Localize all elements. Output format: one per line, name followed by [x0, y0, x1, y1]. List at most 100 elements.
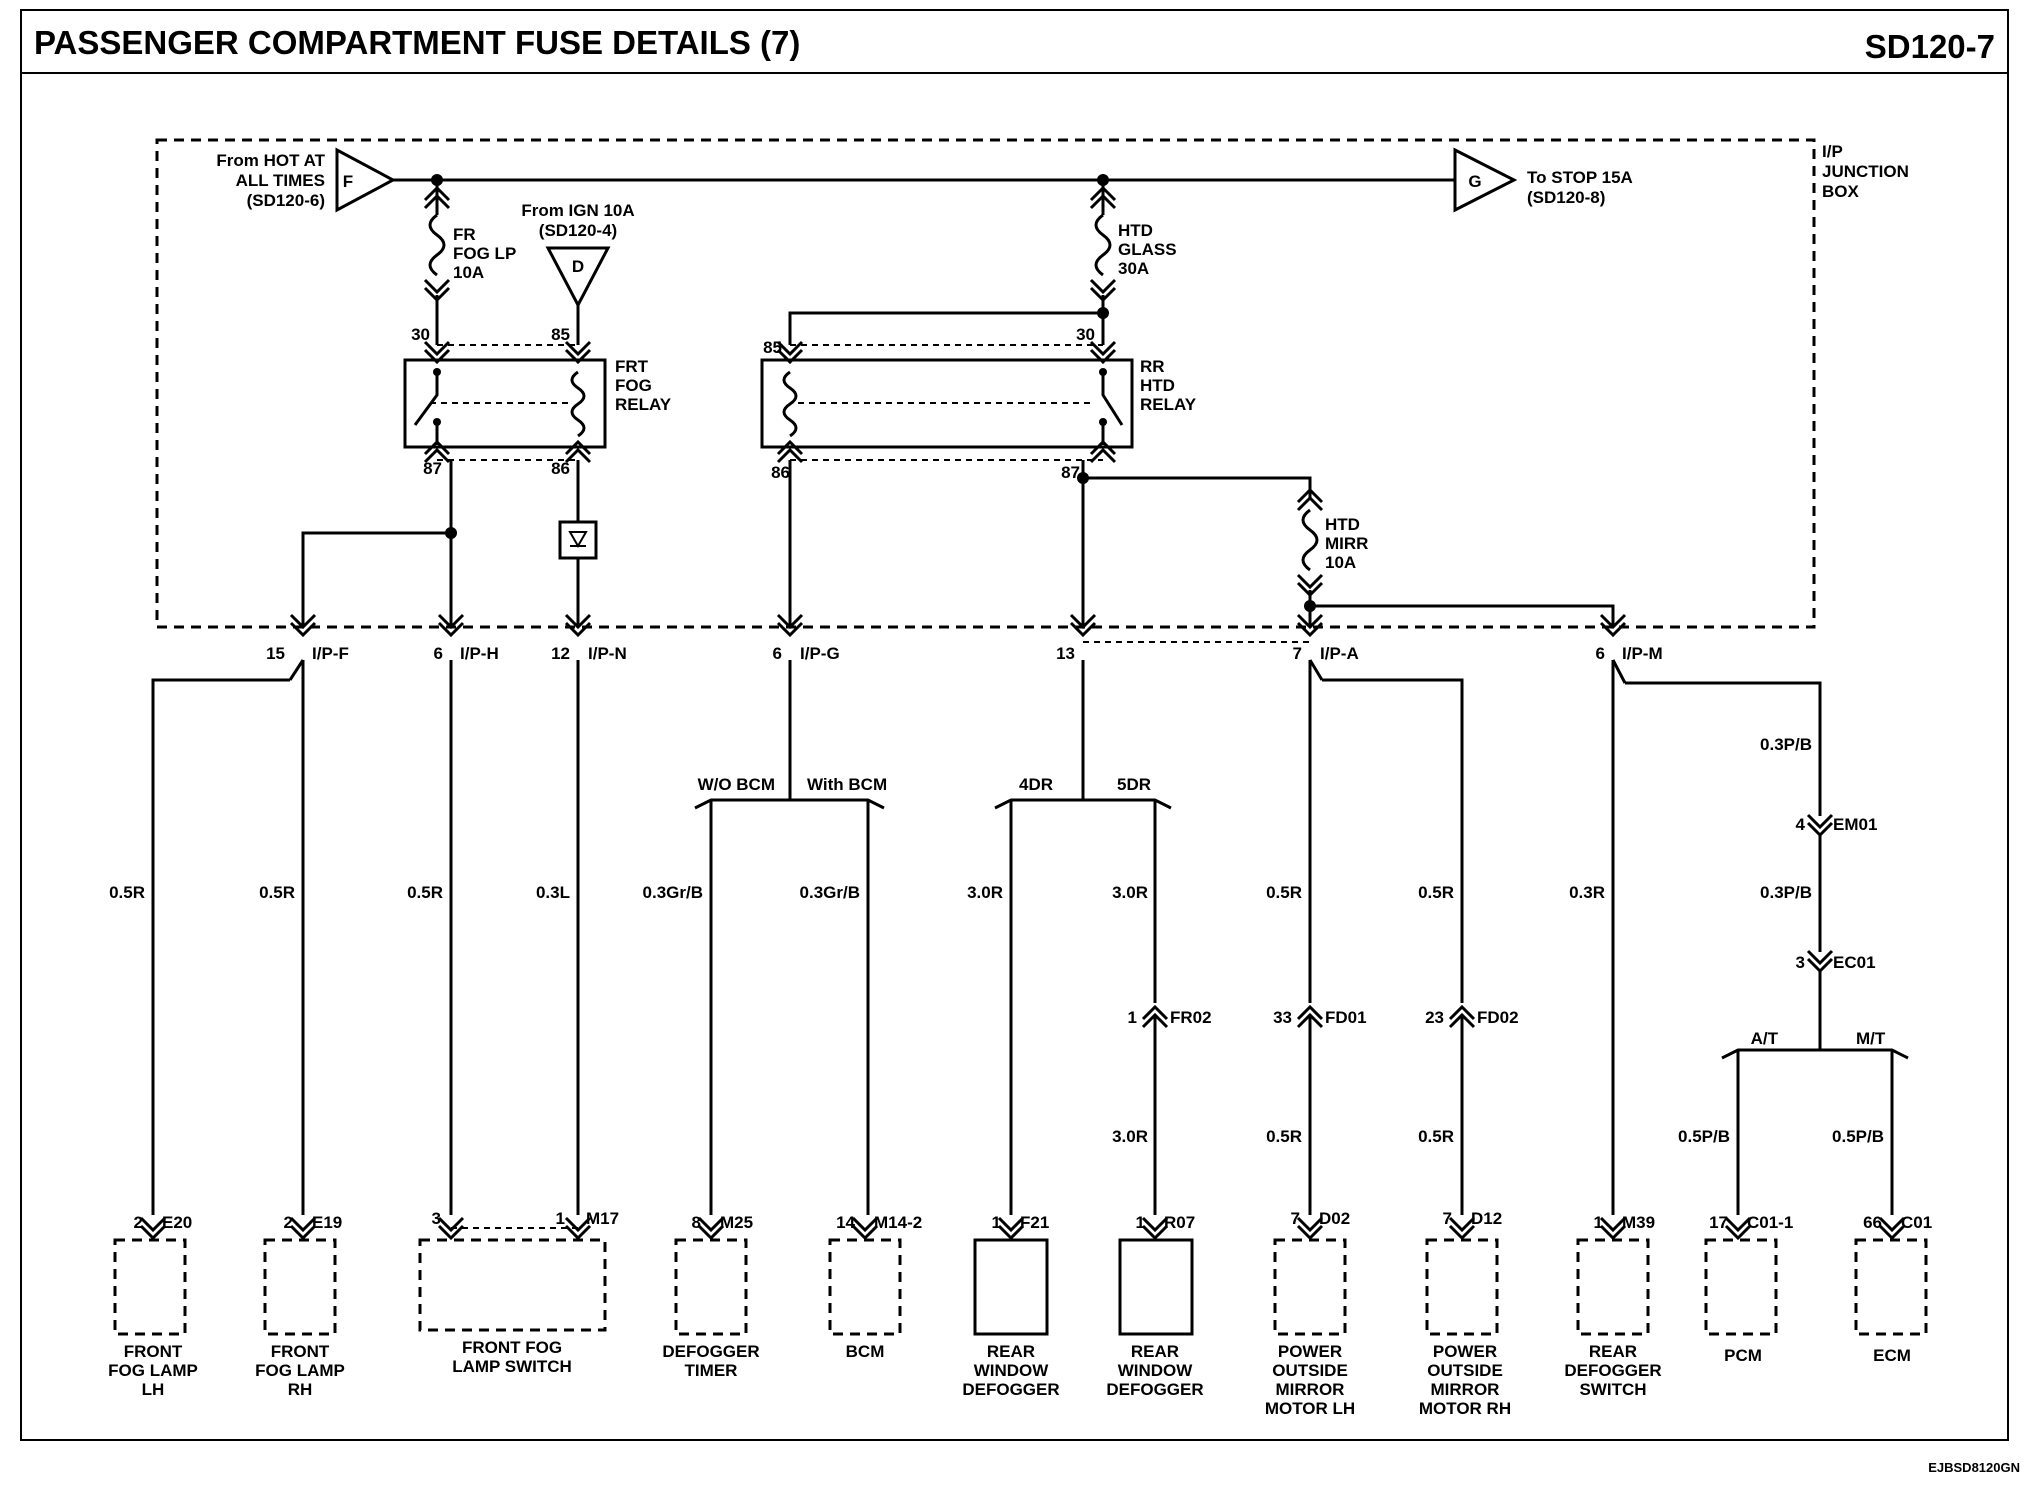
svg-text:SWITCH: SWITCH [1579, 1380, 1646, 1399]
branch-label: With BCM [807, 775, 887, 794]
svg-text:RR: RR [1140, 357, 1165, 376]
svg-text:1: 1 [1136, 1213, 1145, 1232]
svg-text:10A: 10A [1325, 553, 1356, 572]
svg-text:M25: M25 [720, 1213, 753, 1232]
svg-text:JUNCTION: JUNCTION [1822, 162, 1909, 181]
ec01-name: EC01 [1833, 953, 1876, 972]
fuse-fog [428, 213, 446, 277]
source-ign-label: From IGN 10A (SD120-4) [521, 201, 634, 240]
page-code: SD120-7 [1865, 28, 1995, 65]
component-defogger-timer: 8 M25 DEFOGGER TIMER [662, 1213, 759, 1380]
component-bcm: 14 M14-2 BCM [828, 1213, 922, 1361]
branch-label: 4DR [1019, 775, 1053, 794]
svg-text:87: 87 [423, 459, 442, 478]
wire-label: 0.5R [259, 883, 295, 902]
svg-text:D02: D02 [1319, 1209, 1350, 1228]
svg-text:(SD120-6): (SD120-6) [247, 191, 325, 210]
svg-text:8: 8 [692, 1213, 701, 1232]
svg-text:OUTSIDE: OUTSIDE [1272, 1361, 1348, 1380]
svg-text:DEFOGGER: DEFOGGER [962, 1380, 1059, 1399]
svg-text:7: 7 [1293, 644, 1302, 663]
svg-text:1: 1 [992, 1213, 1001, 1232]
svg-text:REAR: REAR [1131, 1342, 1179, 1361]
svg-text:POWER: POWER [1278, 1342, 1342, 1361]
svg-text:RELAY: RELAY [1140, 395, 1197, 414]
svg-text:30: 30 [411, 325, 430, 344]
source-d-letter: D [572, 257, 584, 276]
wire-label: 0.3R [1569, 883, 1605, 902]
image-code: EJBSD8120GN [1928, 1460, 2020, 1475]
svg-text:I/P-N: I/P-N [588, 644, 627, 663]
component-ecm: 66 C01 ECM [1854, 1213, 1932, 1365]
svg-text:From HOT AT: From HOT AT [216, 151, 325, 170]
svg-text:I/P-A: I/P-A [1320, 644, 1359, 663]
svg-text:REAR: REAR [987, 1342, 1035, 1361]
svg-text:1: 1 [1594, 1213, 1603, 1232]
top-connectors: 15 I/P-F 6 I/P-H 12 I/P-N 6 I/P-G 13 7 I… [266, 613, 1663, 663]
svg-text:2: 2 [134, 1213, 143, 1232]
page-title: PASSENGER COMPARTMENT FUSE DETAILS (7) [34, 24, 800, 61]
svg-text:BOX: BOX [1822, 182, 1860, 201]
svg-text:To STOP 15A: To STOP 15A [1527, 168, 1633, 187]
dest-g-letter: G [1468, 172, 1481, 191]
fr02-pin: 1 [1128, 1008, 1137, 1027]
svg-text:FRT: FRT [615, 357, 649, 376]
svg-text:MIRR: MIRR [1325, 534, 1368, 553]
svg-text:14: 14 [836, 1213, 855, 1232]
svg-text:2: 2 [284, 1213, 293, 1232]
fuse-mirr [1301, 508, 1319, 572]
svg-text:DEFOGGER: DEFOGGER [1106, 1380, 1203, 1399]
em01-pin: 4 [1796, 815, 1806, 834]
component-rear-window-defogger-5dr: 1 R07 REAR WINDOW DEFOGGER [1106, 1213, 1203, 1399]
svg-text:I/P: I/P [1822, 142, 1843, 161]
fuse-glass [1094, 213, 1112, 277]
wire-label: 3.0R [967, 883, 1003, 902]
svg-text:HTD: HTD [1118, 221, 1153, 240]
junction-box-label: I/P JUNCTION BOX [1822, 142, 1909, 201]
svg-text:HTD: HTD [1140, 376, 1175, 395]
wire-label: 0.5P/B [1678, 1127, 1730, 1146]
wire-label: 0.5R [109, 883, 145, 902]
svg-text:LH: LH [142, 1380, 165, 1399]
wire-label: 3.0R [1112, 1127, 1148, 1146]
component-front-fog-lamp-lh: 2 E20 FRONT FOG LAMP LH [108, 1213, 198, 1399]
source-f-letter: F [343, 172, 353, 191]
component-pcm: 17 C01-1 PCM [1704, 1213, 1793, 1365]
fuse-glass-label: HTD GLASS 30A [1118, 221, 1177, 278]
svg-text:85: 85 [763, 338, 782, 357]
svg-text:ECM: ECM [1873, 1346, 1911, 1365]
svg-text:LAMP SWITCH: LAMP SWITCH [452, 1357, 572, 1376]
svg-text:I/P-G: I/P-G [800, 644, 840, 663]
svg-text:1: 1 [556, 1209, 565, 1228]
svg-text:30: 30 [1076, 325, 1095, 344]
svg-text:17: 17 [1709, 1213, 1728, 1232]
svg-text:MOTOR LH: MOTOR LH [1265, 1399, 1355, 1418]
svg-text:6: 6 [434, 644, 443, 663]
svg-text:RH: RH [288, 1380, 313, 1399]
component-front-fog-lamp-rh: 2 E19 FRONT FOG LAMP RH [255, 1213, 345, 1399]
svg-text:I/P-M: I/P-M [1622, 644, 1663, 663]
relay-rr-htd: 85 30 86 87 RR HTD RELAY [760, 325, 1197, 482]
component-mirror-motor-lh: 7 D02 POWER OUTSIDE MIRROR MOTOR LH [1265, 1209, 1355, 1418]
page-frame [20, 9, 2009, 1441]
svg-text:6: 6 [1596, 644, 1605, 663]
fd01-pin: 33 [1273, 1008, 1292, 1027]
component-mirror-motor-rh: 7 D12 POWER OUTSIDE MIRROR MOTOR RH [1419, 1209, 1511, 1418]
svg-text:I/P-H: I/P-H [460, 644, 499, 663]
source-connector-f [335, 147, 397, 213]
component-front-fog-lamp-switch: 3 1 M17 FRONT FOG LAMP SWITCH [418, 1209, 619, 1376]
wire-label: 0.5R [1266, 1127, 1302, 1146]
branch-label: A/T [1751, 1029, 1779, 1048]
wire-label: 0.3Gr/B [643, 883, 703, 902]
fd02-name: FD02 [1477, 1008, 1519, 1027]
fd02-pin: 23 [1425, 1008, 1444, 1027]
svg-text:12: 12 [551, 644, 570, 663]
wire-label: 0.5P/B [1832, 1127, 1884, 1146]
svg-text:R07: R07 [1164, 1213, 1195, 1232]
svg-text:FRONT: FRONT [124, 1342, 183, 1361]
svg-text:86: 86 [551, 459, 570, 478]
em01-name: EM01 [1833, 815, 1877, 834]
svg-text:DEFOGGER: DEFOGGER [1564, 1361, 1661, 1380]
svg-text:FOG LP: FOG LP [453, 244, 516, 263]
svg-text:13: 13 [1056, 644, 1075, 663]
